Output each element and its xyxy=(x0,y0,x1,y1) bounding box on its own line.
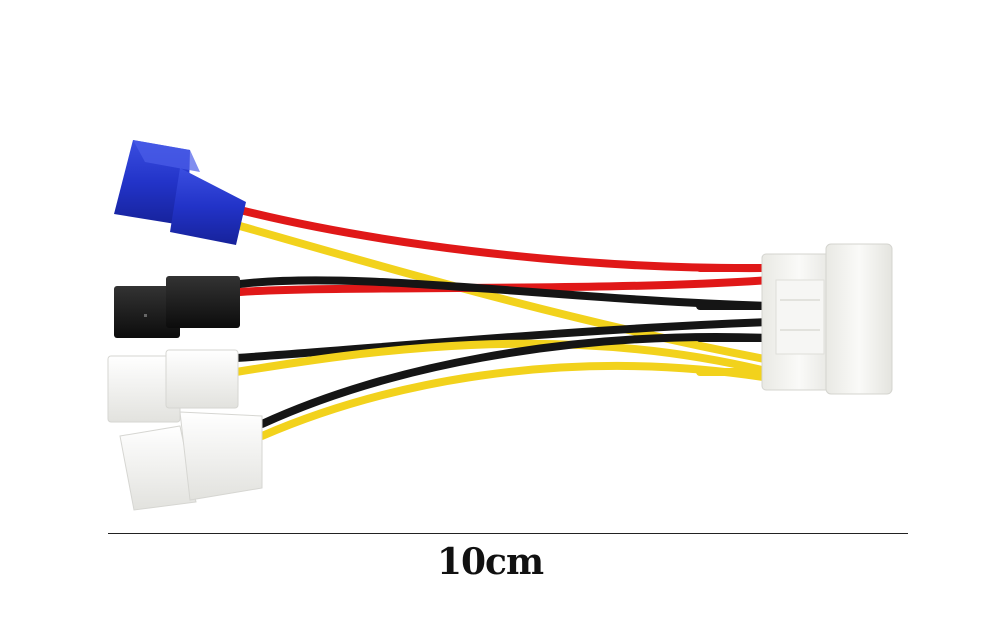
black-3pin-connector xyxy=(114,276,240,338)
red-wire-from-blue xyxy=(236,206,774,273)
wire-bundle xyxy=(232,206,776,440)
scale-bar xyxy=(108,533,908,534)
white-3pin-connector-upper xyxy=(107,349,239,423)
molex-4pin-connector xyxy=(761,243,893,395)
blue-3pin-connector xyxy=(114,140,246,245)
black-wire-from-black xyxy=(236,276,774,310)
yellow-wire-from-white-1 xyxy=(232,339,774,376)
scale-label: 10cm xyxy=(436,541,544,583)
black-wire-from-white-1 xyxy=(232,318,774,362)
white-3pin-connector-lower xyxy=(119,411,263,511)
yellow-wire-from-white-2 xyxy=(258,361,774,440)
black-wire-from-white-2 xyxy=(258,332,774,428)
